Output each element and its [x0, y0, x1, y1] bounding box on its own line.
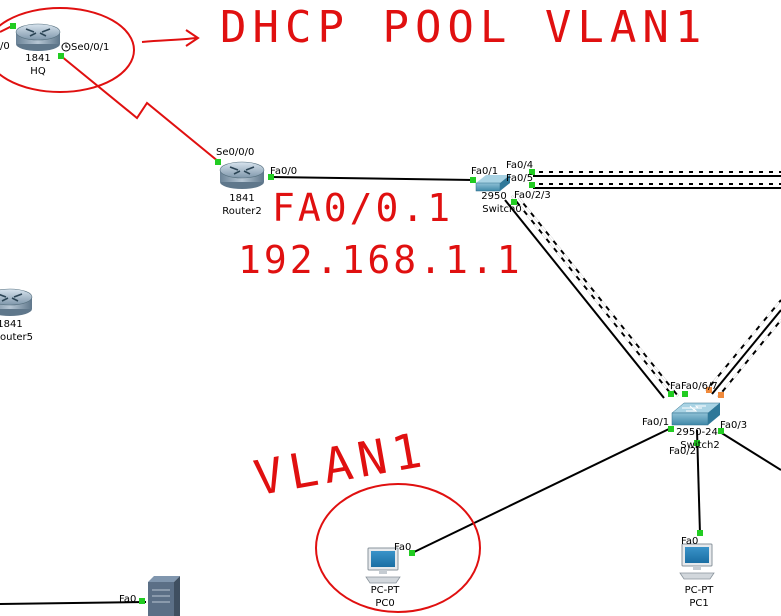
router-router2-icon[interactable] [219, 161, 265, 189]
pc1-name-label: PC1 [689, 598, 709, 609]
pc1-icon[interactable] [679, 543, 715, 580]
switch2-fa1-port-label: Fa0/1 [642, 417, 670, 428]
switch0-fa1-port-label: Fa0/1 [471, 166, 499, 177]
pc0-circle-annotation [315, 483, 481, 613]
pc0-fa-port-label: Fa0 [394, 542, 412, 553]
router2-name-label: Router2 [222, 206, 262, 217]
server-fa-port-label: Fa0 [119, 594, 137, 605]
switch0-fa5-port-label: Fa0/5 [506, 173, 534, 184]
pc0-icon[interactable] [365, 547, 401, 584]
switch2-fa2-port-label: Fa0/2 [669, 446, 697, 457]
router2-model-label: 1841 [229, 193, 255, 204]
server-link[interactable] [0, 601, 147, 605]
router2-se-port-label: Se0/0/0 [216, 147, 255, 158]
switch2-icon[interactable] [671, 402, 721, 426]
pc1-fa-port-label: Fa0 [681, 536, 699, 547]
ip-address-annotation: 192.168.1.1 [238, 238, 523, 282]
clock-icon [61, 42, 71, 52]
switch2-pc0-link[interactable] [411, 427, 672, 554]
switch2-fa3-port-label: Fa0/3 [720, 420, 748, 431]
switch0-icon[interactable] [475, 175, 510, 192]
hq-left-port-label: /0 [0, 41, 10, 52]
switch0-model-label: 2950 [481, 191, 507, 202]
hq-se-port-label: Se0/0/1 [71, 42, 110, 53]
hand-annotations [0, 7, 481, 613]
switch0-trunk-right-links[interactable] [533, 171, 781, 189]
fa-subinterface-annotation: FA0/0.1 [272, 186, 454, 230]
pc0-model-label: PC-PT [370, 585, 400, 596]
router5-name-label: outer5 [0, 332, 34, 343]
pc1-model-label: PC-PT [684, 585, 714, 596]
switch2-name-label: Switch2 [680, 440, 720, 451]
switch2-model-label: 2950-24 [676, 427, 718, 438]
switch0-fa4-port-label: Fa0/4 [506, 160, 534, 171]
links [0, 25, 781, 605]
switch2-fa03-link[interactable] [719, 431, 781, 471]
switch0-name-label: Switch0 [482, 204, 522, 215]
switch2-pc1-link[interactable] [696, 429, 701, 535]
port-indicators [10, 23, 724, 604]
router-hq-icon[interactable] [15, 23, 61, 51]
switch0-fa23-port-label: Fa0/2/3 [514, 190, 551, 201]
pc0-name-label: PC0 [375, 598, 395, 609]
switch2-fa67-port-label: FaFa0/6/7 [670, 381, 718, 392]
switch2-trunk-right-links[interactable] [705, 299, 781, 398]
hq-router2-serial-link[interactable] [60, 55, 220, 163]
router2-fa-port-label: Fa0/0 [270, 166, 298, 177]
router-router5-icon[interactable] [0, 288, 33, 316]
dhcp-pool-annotation: DHCP POOL VLAN1 [220, 2, 708, 53]
switch0-switch2-links[interactable] [504, 195, 679, 399]
router5-model-label: 1841 [0, 319, 23, 330]
hq-circle-annotation [0, 7, 135, 93]
annotation-arrow [141, 29, 200, 47]
router2-switch0-link[interactable] [270, 176, 474, 181]
hq-name-label: HQ [30, 66, 46, 77]
hq-model-label: 1841 [25, 53, 51, 64]
server-icon[interactable] [148, 576, 180, 616]
